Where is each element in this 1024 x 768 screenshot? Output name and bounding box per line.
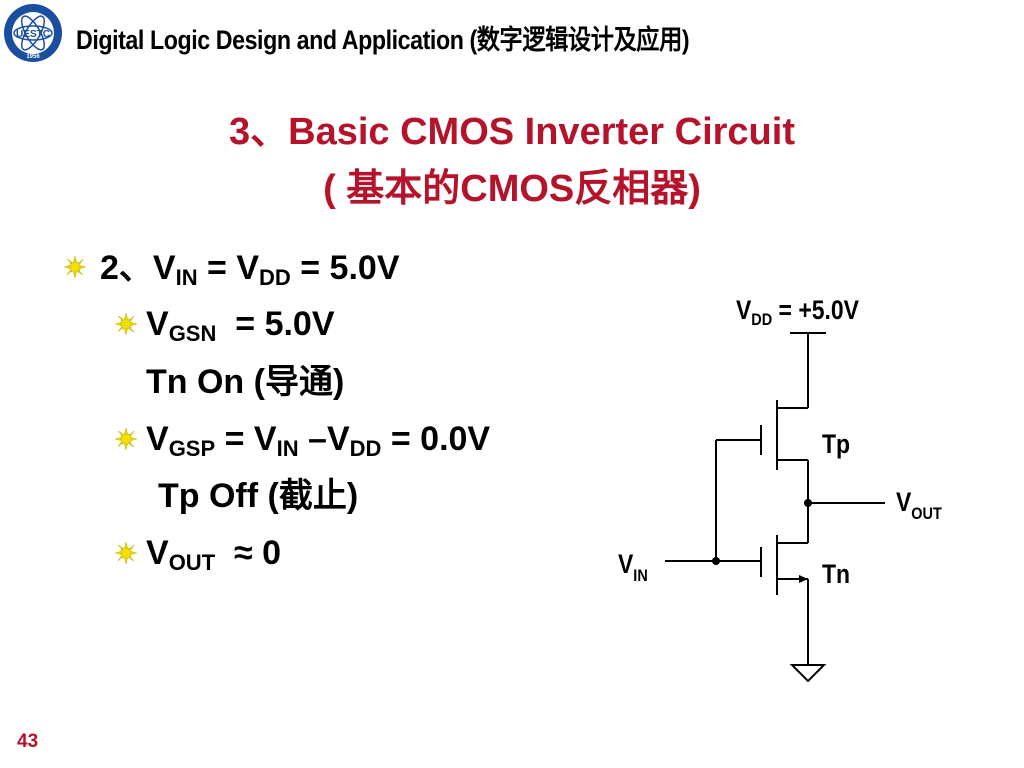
vdd-label: VDD = +5.0V	[736, 295, 859, 329]
cmos-inverter-schematic: VDD = +5.0V Tp Tn VOUT VIN	[618, 295, 942, 683]
bullet-icon	[64, 256, 86, 278]
vout-junction	[804, 499, 812, 507]
slide-title-line2: ( 基本的CMOS反相器)	[323, 168, 701, 210]
header-title: Digital Logic Design and Application (数字…	[76, 25, 690, 55]
logo-year: 1956	[26, 54, 40, 60]
slide-title-line1: 3、Basic CMOS Inverter Circuit	[229, 111, 795, 153]
vin-label: VIN	[618, 549, 648, 585]
bullet-vgsn: VGSN = 5.0V	[146, 305, 335, 346]
vout-label: VOUT	[896, 487, 942, 523]
ground-icon	[789, 664, 827, 683]
tp-label: Tp	[822, 429, 850, 459]
bullet-vgsp: VGSP = VIN –VDD = 0.0V	[146, 420, 491, 461]
bullet-vin-equals-vdd: 2、VIN = VDD = 5.0V	[100, 249, 400, 290]
bullet-tn-on: Tn On (导通)	[146, 362, 345, 402]
tn-arrow-icon	[799, 575, 808, 583]
bullet-icon	[115, 428, 137, 450]
bullet-icon	[115, 313, 137, 335]
uestc-logo: UESTC 1956	[4, 4, 62, 62]
page-number: 43	[17, 731, 39, 752]
bullet-tp-off: Tp Off (截止)	[158, 476, 359, 516]
logo-text: UESTC	[16, 29, 50, 40]
vin-junction	[712, 557, 720, 565]
tn-label: Tn	[822, 559, 850, 589]
bullet-icon	[115, 542, 137, 564]
bullet-vout: VOUT ≈ 0	[146, 534, 282, 575]
